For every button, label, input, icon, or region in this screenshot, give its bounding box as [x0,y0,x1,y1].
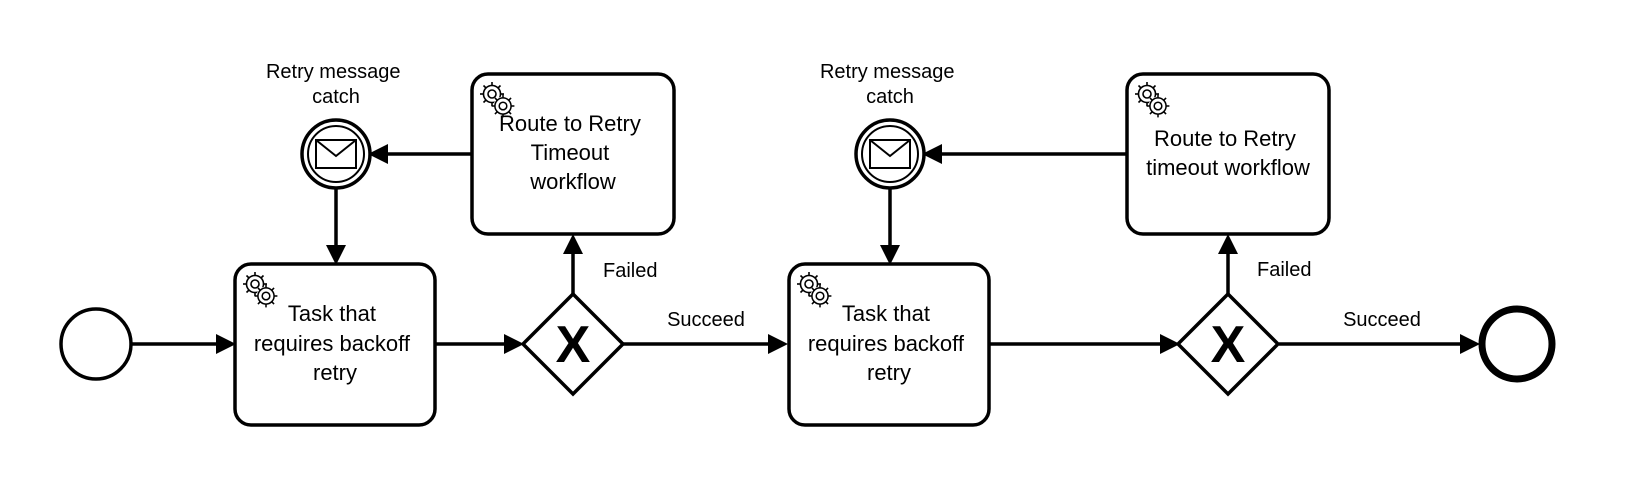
envelope-icon [869,139,911,169]
arrowhead [216,334,236,354]
route-task-1-box[interactable] [470,72,676,236]
arrowhead [368,144,388,164]
task-1-label: Task that requires backoff retry [254,301,416,385]
catch-2-label-line-2: catch [866,86,914,108]
arrowhead [1160,334,1180,354]
route-task-2[interactable]: Route to Retry timeout workflow [1125,72,1331,236]
task-2[interactable]: Task that requires backoff retry [787,262,991,427]
succeed-label-1: Succeed [667,309,745,331]
exclusive-gateway-1[interactable] [520,291,626,397]
catch-event-2-inner [861,125,919,183]
task-2-label-line-3: retry [867,360,911,385]
route-task-1[interactable]: Route to Retry Timeout workflow [470,72,676,236]
catch-event-2-label: Retry message catch [820,61,960,108]
arrowhead [1460,334,1480,354]
task-2-box[interactable] [787,262,991,427]
catch-event-1-label: Retry message catch [266,61,406,108]
route-task-1-line-1: Route to Retry [499,111,641,136]
task-2-label-line-1: Task that [842,301,930,326]
catch-1-label-line-1: Retry message [266,61,401,83]
end-event[interactable] [1478,305,1556,383]
task-1[interactable]: Task that requires backoff retry [233,262,437,427]
envelope-icon [315,139,357,169]
sequence-flows [128,144,1480,354]
arrowhead [768,334,788,354]
task-2-label-line-2: requires backoff [808,331,965,356]
catch-event-2[interactable] [854,118,926,190]
route-task-1-label: Route to Retry Timeout workflow [499,111,647,194]
arrowhead [880,245,900,265]
gateway-2[interactable]: X [1175,291,1281,397]
exclusive-gateway-2[interactable] [1175,291,1281,397]
catch-event-1-inner [307,125,365,183]
arrowhead [563,234,583,254]
route-task-2-label: Route to Retry timeout workflow [1146,126,1310,180]
failed-label-1: Failed [603,260,657,282]
task-2-label: Task that requires backoff retry [808,301,970,385]
route-task-1-line-3: workflow [529,169,616,194]
route-task-2-line-1: Route to Retry [1154,126,1296,151]
succeed-label-2: Succeed [1343,309,1421,331]
route-task-2-line-2: timeout workflow [1146,155,1310,180]
task-1-label-line-3: retry [313,360,357,385]
catch-event-1[interactable] [300,118,372,190]
arrowhead [1218,234,1238,254]
arrowhead [504,334,524,354]
catch-1-label-line-2: catch [312,86,360,108]
route-task-1-line-2: Timeout [531,140,610,165]
task-1-label-line-2: requires backoff [254,331,411,356]
failed-label-2: Failed [1257,259,1311,281]
gateway-2-x-marker: X [1211,316,1246,374]
task-1-label-line-1: Task that [288,301,376,326]
gateway-1-x-marker: X [556,316,591,374]
catch-2-label-line-1: Retry message [820,61,955,83]
route-task-2-box[interactable] [1125,72,1331,236]
start-event[interactable] [59,307,133,381]
arrowhead [326,245,346,265]
task-1-box[interactable] [233,262,437,427]
arrowhead [922,144,942,164]
gateway-1[interactable]: X [520,291,626,397]
